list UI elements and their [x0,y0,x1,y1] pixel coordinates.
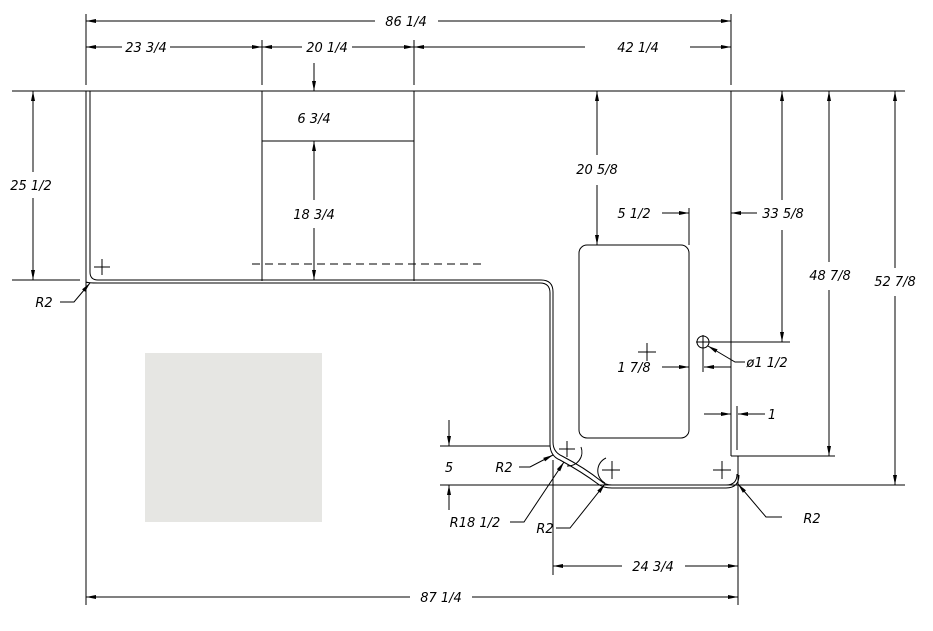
center-marks [94,259,731,484]
radius-corner-left: R2 [35,296,52,311]
dim-sink-offset-top: 20 5/8 [576,163,618,178]
dim-step-width: 1 [768,408,776,423]
material-sample-swatch [145,353,322,522]
dim-overall-width-top: 86 1/4 [385,15,427,30]
dim-left-section: 23 3/4 [125,41,167,56]
dim-middle-section: 20 1/4 [306,41,348,56]
dimension-labels: 86 1/4 23 3/4 20 1/4 42 1/4 6 3/4 18 3/4… [10,15,916,606]
dim-bottom-offset: 5 [445,461,453,476]
radius-large: R18 1/2 [450,516,501,531]
dim-sink-to-edge: 5 1/2 [617,207,650,222]
dim-overall-width-bottom: 87 1/4 [420,591,462,606]
dim-faucet-from-top: 33 5/8 [762,207,804,222]
sink-cutout [578,244,690,439]
dim-sink-to-faucet: 1 7/8 [617,361,650,376]
dim-overall-depth: 52 7/8 [874,275,916,290]
dim-faucet-hole: ø1 1/2 [745,356,787,371]
radius-bottom: R2 [536,522,553,537]
dim-bottom-width: 24 3/4 [632,560,674,575]
dimension-lines [31,19,897,599]
dim-left-depth: 25 1/2 [10,179,52,194]
dim-right-section: 42 1/4 [617,41,659,56]
dim-backsplash-depth: 6 3/4 [297,112,330,127]
dim-cooktop-depth: 18 3/4 [293,208,335,223]
dim-right-step-depth: 48 7/8 [809,269,851,284]
radius-right: R2 [803,512,820,527]
radius-inner: R2 [495,461,512,476]
